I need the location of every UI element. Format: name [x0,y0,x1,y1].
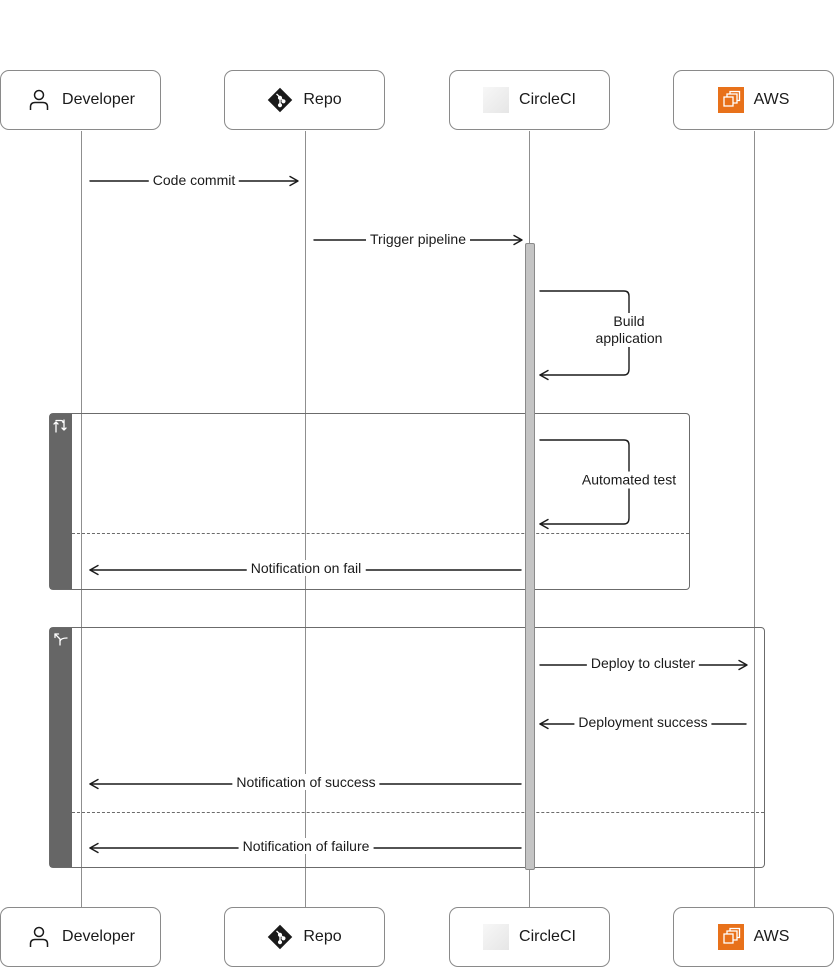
arrowhead [513,234,523,246]
fragment-tab [50,628,72,867]
fragment-tab [50,414,72,589]
participant-aws-bottom: AWS [673,907,834,967]
arrowhead [738,659,748,671]
aws-icon [717,924,744,950]
circleci-icon [483,87,510,113]
message-label: Deployment success [574,714,712,730]
git-icon [267,87,293,113]
self-message-label: Automated test [579,471,679,489]
participant-label: CircleCI [519,91,576,108]
arrowhead [89,842,99,854]
message-label: Notification on fail [246,560,366,576]
arrowhead [539,369,549,381]
message-label: Notification of failure [238,838,374,854]
participant-circleci-bottom: CircleCI [449,907,610,967]
alt-fragment [49,627,765,868]
lifeline-aws [754,131,755,907]
message-label: Trigger pipeline [366,231,470,247]
circleci-icon [483,924,510,950]
self-label-line: Build [613,313,645,329]
loop-fragment [49,413,690,590]
aws-icon [717,87,744,113]
message-label: Code commit [148,172,240,188]
participant-circleci: CircleCI [449,70,610,130]
person-icon [26,924,52,950]
git-icon [267,924,293,950]
message-label: Deploy to cluster [586,655,700,671]
participant-label: Developer [62,928,135,945]
participant-label: AWS [753,91,790,108]
lifeline-developer [81,131,82,907]
participant-label: CircleCI [519,928,576,945]
lifeline-repo [305,131,306,907]
person-icon [26,87,52,113]
participant-developer: Developer [0,70,161,130]
participant-aws: AWS [673,70,834,130]
fragment-divider [72,533,689,534]
arrowhead [539,518,549,530]
participant-label: Developer [62,91,135,108]
self-message-label: Build application [593,313,665,347]
arrowhead [89,564,99,576]
arrowhead [289,175,299,187]
participant-label: Repo [303,928,342,945]
loop-icon [53,419,67,433]
branch-icon [54,633,68,646]
participant-repo-bottom: Repo [224,907,385,967]
message-label: Notification of success [232,774,380,790]
participant-label: Repo [303,91,342,108]
arrowhead [89,778,99,790]
participant-label: AWS [753,928,790,945]
self-label-line: application [595,330,663,346]
circleci-activation [525,243,535,870]
participant-repo: Repo [224,70,385,130]
participant-developer-bottom: Developer [0,907,161,967]
arrowhead [539,718,549,730]
fragment-divider [72,812,764,813]
